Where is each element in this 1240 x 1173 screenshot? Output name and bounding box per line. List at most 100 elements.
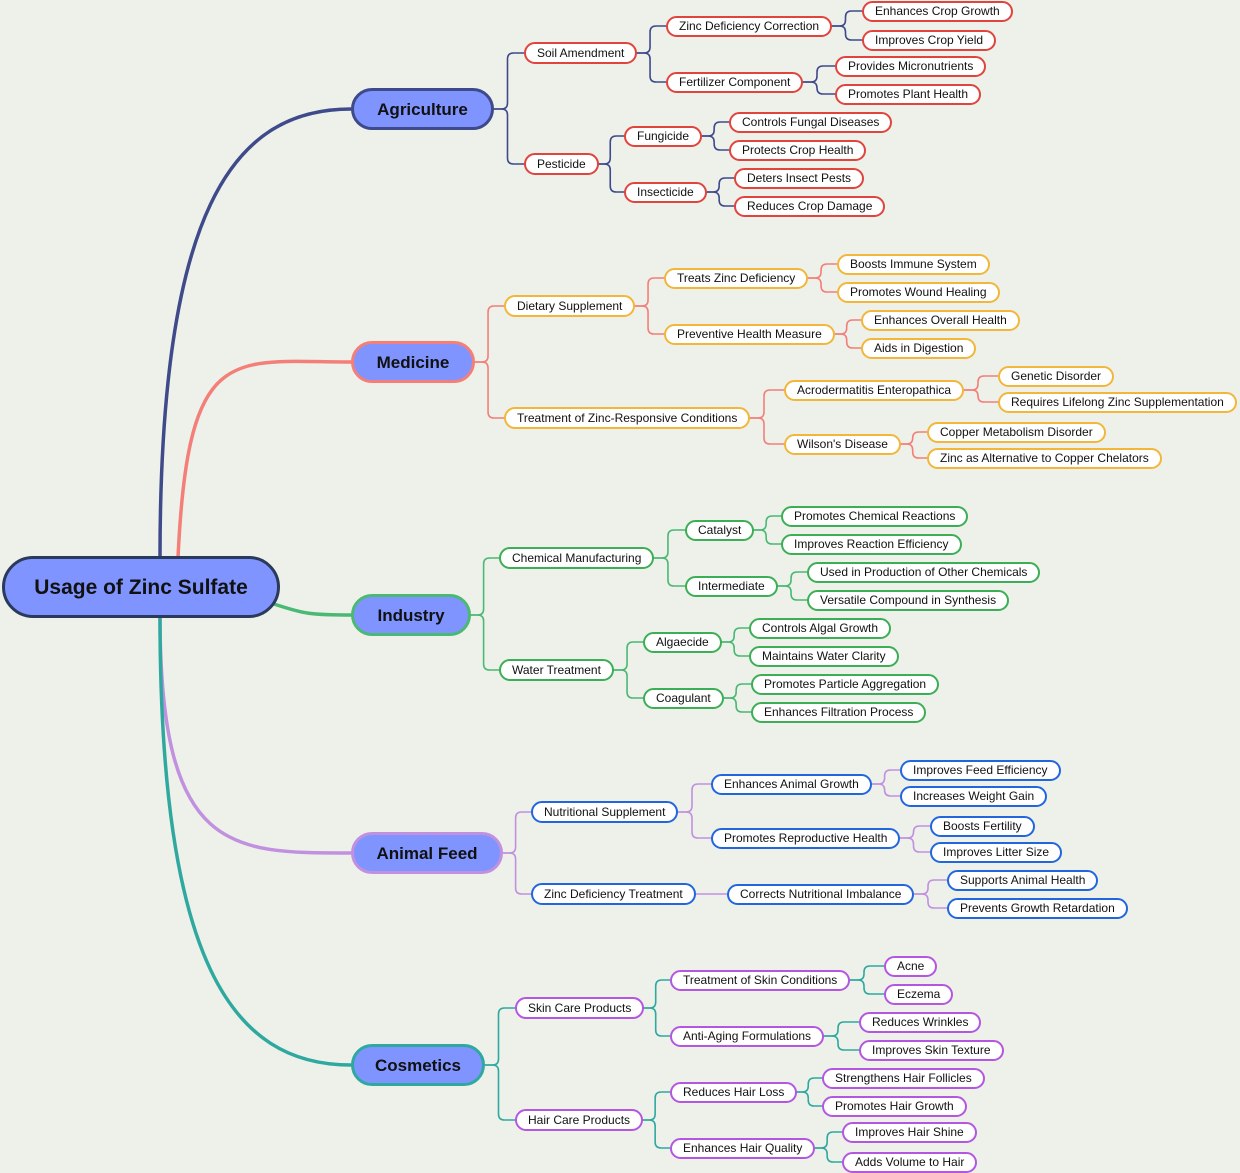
leaf-copper-metabolism-disorder[interactable]: Copper Metabolism Disorder bbox=[927, 421, 1106, 443]
connector-coagulant bbox=[613, 669, 644, 699]
connector-reduces-crop-damage bbox=[706, 191, 735, 207]
leaf-improves-skin-texture[interactable]: Improves Skin Texture bbox=[859, 1039, 1004, 1061]
leaf-aids-in-digestion[interactable]: Aids in Digestion bbox=[861, 337, 977, 359]
leaf-promotes-hair-growth[interactable]: Promotes Hair Growth bbox=[822, 1095, 967, 1117]
leaf-promotes-particle-aggregation[interactable]: Promotes Particle Aggregation bbox=[751, 673, 940, 695]
topic-animal-feed[interactable]: Animal Feed bbox=[351, 832, 503, 874]
connector-maintains-water-clarity bbox=[721, 641, 750, 657]
leaf-improves-crop-yield[interactable]: Improves Crop Yield bbox=[862, 29, 997, 51]
animal-feed-main-connector bbox=[158, 614, 353, 855]
leaf-promotes-wound-healing[interactable]: Promotes Wound Healing bbox=[837, 281, 1000, 303]
leaf-controls-algal-growth[interactable]: Controls Algal Growth bbox=[749, 617, 892, 639]
leaf-prevents-growth-retardation[interactable]: Prevents Growth Retardation bbox=[947, 897, 1128, 919]
subtopic-coagulant[interactable]: Coagulant bbox=[643, 687, 724, 709]
leaf-protects-crop-health[interactable]: Protects Crop Health bbox=[729, 139, 867, 161]
leaf-improves-reaction-efficiency[interactable]: Improves Reaction Efficiency bbox=[781, 533, 962, 555]
leaf-promotes-chemical-reactions[interactable]: Promotes Chemical Reactions bbox=[781, 505, 969, 527]
subtopic-intermediate[interactable]: Intermediate bbox=[685, 575, 778, 597]
connector-increases-weight-gain bbox=[871, 783, 901, 797]
connector-promotes-hair-growth bbox=[796, 1091, 823, 1107]
subtopic-zinc-deficiency-correction[interactable]: Zinc Deficiency Correction bbox=[666, 15, 833, 37]
leaf-deters-insect-pests[interactable]: Deters Insect Pests bbox=[734, 167, 865, 189]
subtopic-enhances-animal-growth[interactable]: Enhances Animal Growth bbox=[711, 773, 872, 795]
leaf-reduces-wrinkles[interactable]: Reduces Wrinkles bbox=[859, 1011, 982, 1033]
subtopic-water-treatment[interactable]: Water Treatment bbox=[499, 659, 614, 681]
leaf-supports-animal-health[interactable]: Supports Animal Health bbox=[947, 869, 1099, 891]
subtopic-corrects-nutritional-imbalance[interactable]: Corrects Nutritional Imbalance bbox=[727, 883, 915, 905]
topic-industry[interactable]: Industry bbox=[351, 594, 471, 636]
connector-enhances-animal-growth bbox=[677, 783, 712, 813]
subtopic-reduces-hair-loss[interactable]: Reduces Hair Loss bbox=[670, 1081, 798, 1103]
leaf-acne[interactable]: Acne bbox=[884, 955, 938, 977]
subtopic-promotes-reproductive-health[interactable]: Promotes Reproductive Health bbox=[711, 827, 901, 849]
leaf-provides-micronutrients[interactable]: Provides Micronutrients bbox=[835, 55, 987, 77]
leaf-strengthens-hair-follicles[interactable]: Strengthens Hair Follicles bbox=[822, 1067, 985, 1089]
connector-treats-zinc-deficiency bbox=[634, 277, 665, 307]
subtopic-acrodermatitis-enteropathica[interactable]: Acrodermatitis Enteropathica bbox=[784, 379, 965, 401]
leaf-adds-volume-to-hair[interactable]: Adds Volume to Hair bbox=[842, 1151, 978, 1173]
subtopic-dietary-supplement[interactable]: Dietary Supplement bbox=[504, 295, 636, 317]
connector-used-in-production-of-other-chemicals bbox=[777, 571, 808, 587]
subtopic-catalyst[interactable]: Catalyst bbox=[685, 519, 755, 541]
leaf-improves-litter-size[interactable]: Improves Litter Size bbox=[930, 841, 1063, 863]
leaf-controls-fungal-diseases[interactable]: Controls Fungal Diseases bbox=[729, 111, 893, 133]
connector-hair-care-products bbox=[484, 1064, 516, 1121]
subtopic-enhances-hair-quality[interactable]: Enhances Hair Quality bbox=[670, 1137, 816, 1159]
leaf-improves-feed-efficiency[interactable]: Improves Feed Efficiency bbox=[900, 759, 1061, 781]
subtopic-fertilizer-component[interactable]: Fertilizer Component bbox=[666, 71, 804, 93]
connector-requires-lifelong-zinc-supplementation bbox=[963, 389, 999, 403]
leaf-boosts-immune-system[interactable]: Boosts Immune System bbox=[837, 253, 990, 275]
connector-controls-algal-growth bbox=[721, 627, 750, 643]
connector-improves-litter-size bbox=[899, 837, 931, 853]
connector-enhances-overall-health bbox=[834, 319, 862, 335]
connector-enhances-crop-growth bbox=[831, 10, 863, 27]
root-topic[interactable]: Usage of Zinc Sulfate bbox=[2, 556, 280, 618]
leaf-enhances-crop-growth[interactable]: Enhances Crop Growth bbox=[862, 0, 1013, 22]
subtopic-zinc-deficiency-treatment[interactable]: Zinc Deficiency Treatment bbox=[531, 883, 696, 905]
connector-prevents-growth-retardation bbox=[913, 893, 948, 909]
subtopic-treats-zinc-deficiency[interactable]: Treats Zinc Deficiency bbox=[664, 267, 809, 289]
leaf-zinc-as-alternative-to-copper-chelators[interactable]: Zinc as Alternative to Copper Chelators bbox=[927, 447, 1162, 469]
leaf-promotes-plant-health[interactable]: Promotes Plant Health bbox=[835, 83, 982, 105]
subtopic-skin-care-products[interactable]: Skin Care Products bbox=[515, 997, 645, 1019]
subtopic-fungicide[interactable]: Fungicide bbox=[624, 125, 703, 147]
connector-adds-volume-to-hair bbox=[814, 1147, 843, 1163]
cosmetics-main-connector bbox=[158, 614, 353, 1067]
subtopic-treatment-of-skin-conditions[interactable]: Treatment of Skin Conditions bbox=[670, 969, 851, 991]
leaf-requires-lifelong-zinc-supplementation[interactable]: Requires Lifelong Zinc Supplementation bbox=[998, 391, 1237, 413]
connector-treatment-of-skin-conditions bbox=[643, 979, 671, 1009]
connector-deters-insect-pests bbox=[706, 177, 735, 193]
subtopic-pesticide[interactable]: Pesticide bbox=[524, 153, 599, 175]
connector-eczema bbox=[849, 979, 885, 995]
connector-copper-metabolism-disorder bbox=[900, 431, 928, 445]
leaf-eczema[interactable]: Eczema bbox=[884, 983, 954, 1005]
leaf-enhances-overall-health[interactable]: Enhances Overall Health bbox=[861, 309, 1020, 331]
leaf-maintains-water-clarity[interactable]: Maintains Water Clarity bbox=[749, 645, 899, 667]
leaf-used-in-production-of-other-chemicals[interactable]: Used in Production of Other Chemicals bbox=[807, 561, 1041, 583]
topic-medicine[interactable]: Medicine bbox=[351, 341, 475, 383]
connector-algaecide bbox=[613, 641, 644, 671]
connector-promotes-wound-healing bbox=[807, 277, 838, 293]
subtopic-wilson-s-disease[interactable]: Wilson's Disease bbox=[784, 433, 901, 455]
subtopic-soil-amendment[interactable]: Soil Amendment bbox=[524, 42, 638, 64]
subtopic-treatment-of-zinc-responsive-conditions[interactable]: Treatment of Zinc-Responsive Conditions bbox=[504, 407, 751, 429]
leaf-enhances-filtration-process[interactable]: Enhances Filtration Process bbox=[751, 701, 927, 723]
subtopic-chemical-manufacturing[interactable]: Chemical Manufacturing bbox=[499, 547, 655, 569]
subtopic-insecticide[interactable]: Insecticide bbox=[624, 181, 707, 203]
leaf-versatile-compound-in-synthesis[interactable]: Versatile Compound in Synthesis bbox=[807, 589, 1010, 611]
subtopic-algaecide[interactable]: Algaecide bbox=[643, 631, 722, 653]
topic-agriculture[interactable]: Agriculture bbox=[351, 88, 494, 130]
subtopic-preventive-health-measure[interactable]: Preventive Health Measure bbox=[664, 323, 835, 345]
subtopic-nutritional-supplement[interactable]: Nutritional Supplement bbox=[531, 801, 679, 823]
leaf-boosts-fertility[interactable]: Boosts Fertility bbox=[930, 815, 1035, 837]
topic-cosmetics[interactable]: Cosmetics bbox=[351, 1044, 485, 1086]
leaf-increases-weight-gain[interactable]: Increases Weight Gain bbox=[900, 785, 1048, 807]
connector-chemical-manufacturing bbox=[470, 557, 500, 616]
connector-promotes-chemical-reactions bbox=[753, 515, 782, 531]
subtopic-anti-aging-formulations[interactable]: Anti-Aging Formulations bbox=[670, 1025, 825, 1047]
connector-improves-feed-efficiency bbox=[871, 769, 901, 785]
leaf-genetic-disorder[interactable]: Genetic Disorder bbox=[998, 365, 1115, 387]
subtopic-hair-care-products[interactable]: Hair Care Products bbox=[515, 1109, 644, 1131]
leaf-improves-hair-shine[interactable]: Improves Hair Shine bbox=[842, 1121, 977, 1143]
leaf-reduces-crop-damage[interactable]: Reduces Crop Damage bbox=[734, 195, 886, 217]
